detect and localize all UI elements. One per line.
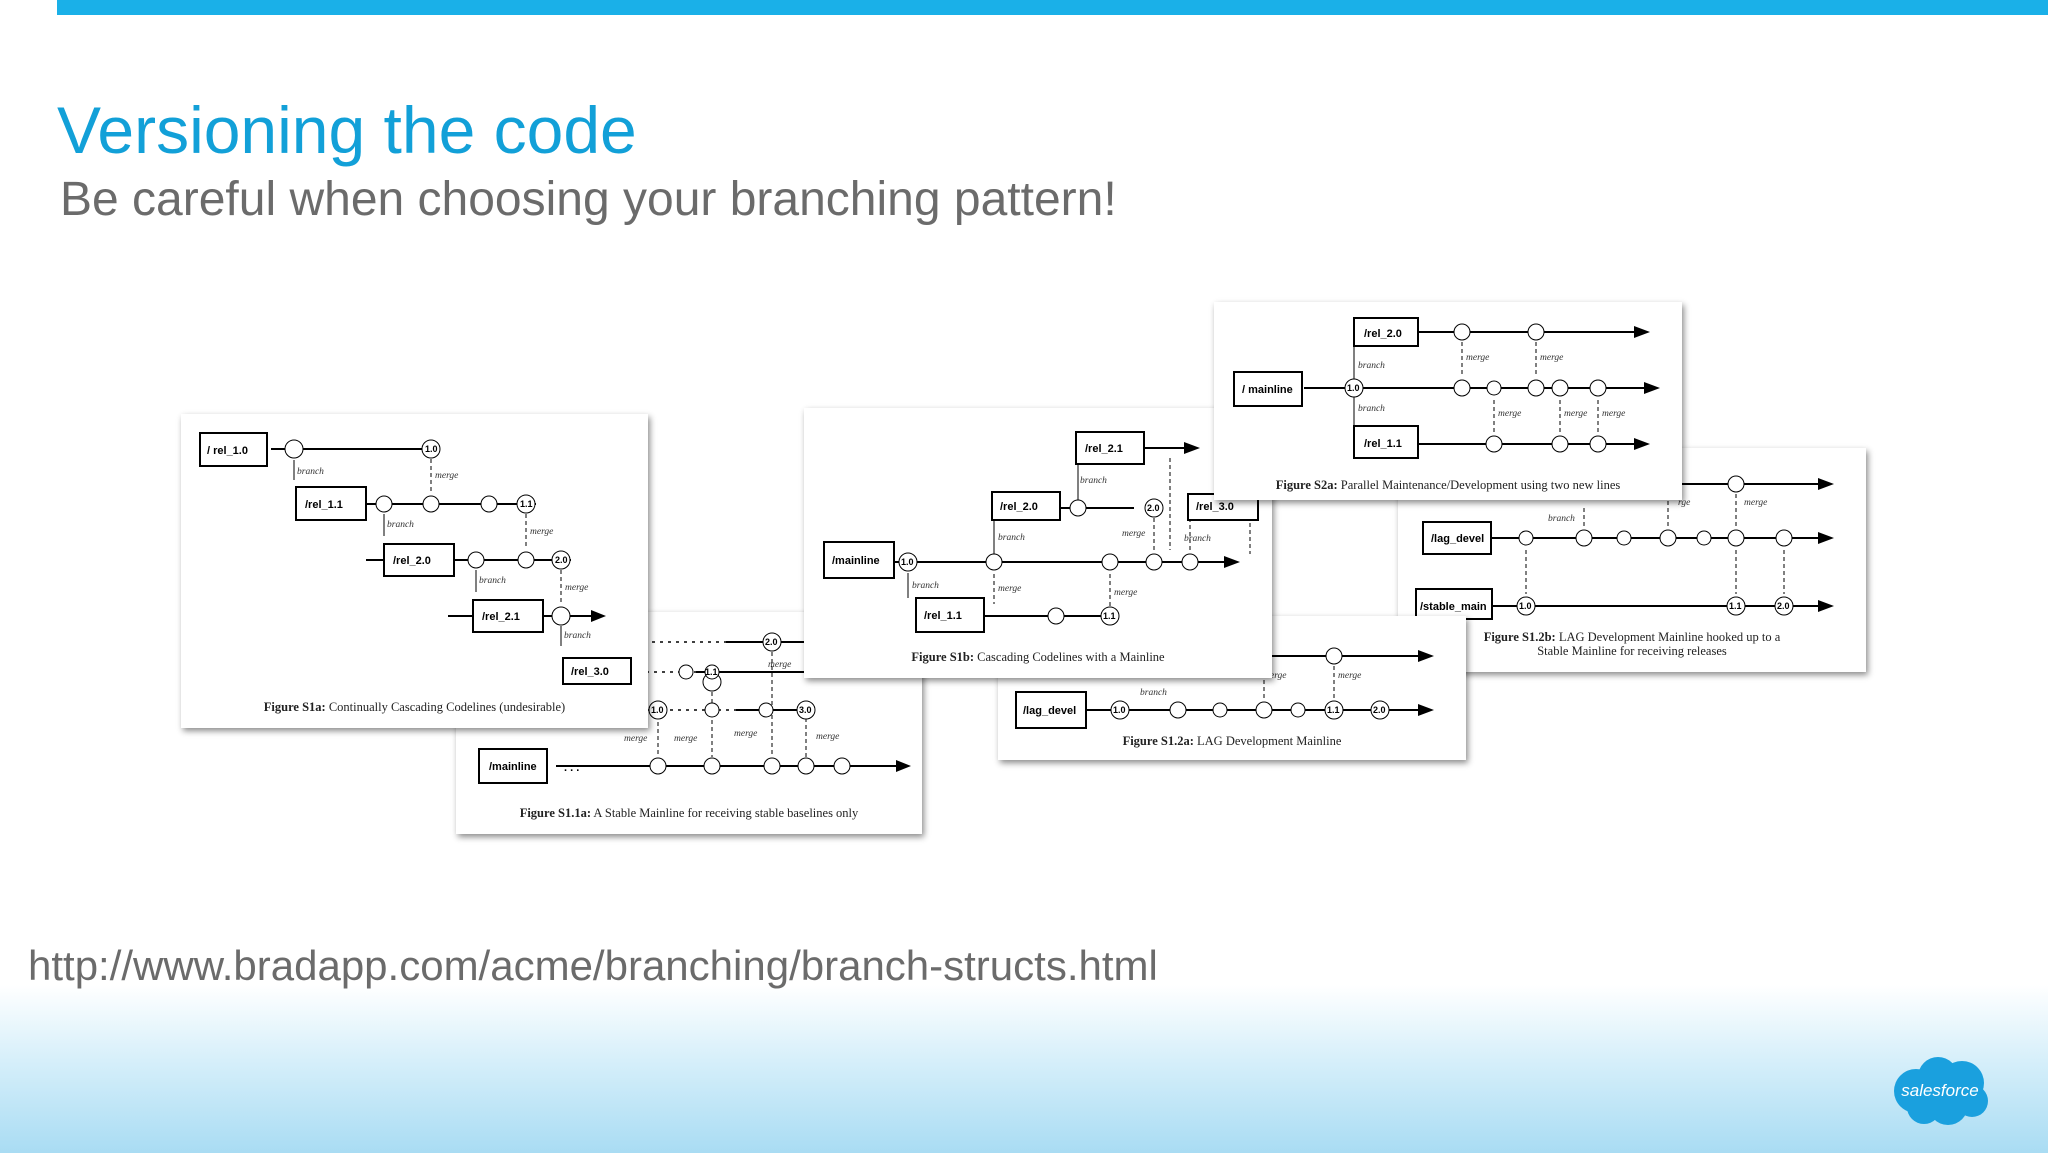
top-accent-bar <box>57 0 2048 15</box>
merge-label: merge <box>1338 671 1361 681</box>
branch-label: branch <box>1080 476 1107 486</box>
merge-label: merge <box>1540 353 1563 363</box>
figure-s1-2a-diagram: 1.0 1.1 2.0 branch erge merge /lag_devel <box>1015 647 1434 729</box>
merge-label: erge <box>1270 671 1287 681</box>
version-1-1-label: 1.1 <box>1327 705 1340 715</box>
merge-label: merge <box>674 734 697 744</box>
version-1-1-label: 1.1 <box>705 667 718 677</box>
figure-s2a-diagram: 1.0 branch branch merge merge merge merg… <box>1233 317 1660 459</box>
merge-label: merge <box>816 732 839 742</box>
version-1-1-label: 1.1 <box>520 499 533 509</box>
rel-2-0-label: /rel_2.0 <box>1364 328 1402 340</box>
merge-label: merge <box>1122 529 1145 539</box>
lag-devel-label: /lag_devel <box>1431 533 1484 545</box>
branch-label: branch <box>387 520 414 530</box>
branch-label: branch <box>1548 514 1575 524</box>
figure-s1b-caption: Figure S1b: Cascading Codelines with a M… <box>911 650 1165 664</box>
branch-label: branch <box>912 581 939 591</box>
rel-2-1-label: /rel_2.1 <box>1085 443 1123 455</box>
merge-label: merge <box>530 527 553 537</box>
stable-main-label: /stable_main <box>1420 601 1487 613</box>
figure-s1a-caption: Figure S1a: Continually Cascading Codeli… <box>263 700 566 714</box>
version-1-1-label: 1.1 <box>1729 601 1742 611</box>
rel-1-1-label: /rel_1.1 <box>305 499 343 511</box>
version-1-0-label: 1.0 <box>425 444 438 454</box>
branch-label: branch <box>564 631 591 641</box>
version-3-0-label: 3.0 <box>799 705 812 715</box>
merge-label: merge <box>1114 588 1137 598</box>
salesforce-logo: salesforce <box>1888 1055 1992 1127</box>
merge-label: merge <box>1498 409 1521 419</box>
figure-s2a: 1.0 branch branch merge merge merge merg… <box>1214 302 1682 500</box>
version-2-0-label: 2.0 <box>765 637 778 647</box>
figure-s1-2a: 1.0 1.1 2.0 branch erge merge /lag_devel… <box>998 616 1466 760</box>
branch-label: branch <box>1140 688 1167 698</box>
mainline-label: /mainline <box>489 761 537 773</box>
figure-s1a-diagram: 1.0 1.1 2.0 branch branch branch branch … <box>199 432 632 685</box>
rel-2-0-label: /rel_2.0 <box>393 555 431 567</box>
rel-1-0-label: / rel_1.0 <box>207 445 248 457</box>
branch-label: branch <box>479 576 506 586</box>
slide-subtitle: Be careful when choosing your branching … <box>60 173 1117 226</box>
rel-2-0-label: /rel_2.0 <box>1000 501 1038 513</box>
merge-label: merge <box>565 583 588 593</box>
mainline-label: / mainline <box>1242 384 1293 396</box>
version-1-1-label: 1.1 <box>1103 611 1116 621</box>
merge-label: merge <box>1602 409 1625 419</box>
figure-s1-1a-diagram: 1.0 1.1 2.0 3.0 . . . . . . merge merge … <box>478 632 911 784</box>
merge-label: merge <box>734 729 757 739</box>
figure-s1-1a-caption: Figure S1.1a: A Stable Mainline for rece… <box>519 806 859 820</box>
rel-1-1-label: /rel_1.1 <box>924 610 962 622</box>
merge-label: merge <box>1564 409 1587 419</box>
branch-label: branch <box>1358 404 1385 414</box>
figure-s1a: 1.0 1.1 2.0 branch branch branch branch … <box>181 414 648 728</box>
merge-label: merge <box>624 734 647 744</box>
version-1-0-label: 1.0 <box>651 705 664 715</box>
cloud-icon <box>1894 1057 1988 1125</box>
merge-label: merge <box>435 471 458 481</box>
version-2-0-label: 2.0 <box>1147 503 1160 513</box>
rel-2-1-label: /rel_2.1 <box>482 611 520 623</box>
branch-label: branch <box>1358 361 1385 371</box>
lag-devel-label: /lag_devel <box>1023 705 1076 717</box>
version-1-0-label: 1.0 <box>1519 601 1532 611</box>
rel-3-0-label: /rel_3.0 <box>571 666 609 678</box>
merge-label: merge <box>768 660 791 670</box>
figure-s1-2a-caption: Figure S1.2a: LAG Development Mainline <box>1122 734 1342 748</box>
version-1-0-label: 1.0 <box>1113 705 1126 715</box>
merge-label: merge <box>1744 498 1767 508</box>
rel-1-1-label: /rel_1.1 <box>1364 438 1402 450</box>
rel-3-0-label: /rel_3.0 <box>1196 501 1234 513</box>
figure-s1b-diagram: 1.0 2.0 1.1 branch branch branch branch … <box>823 431 1259 633</box>
version-2-0-label: 2.0 <box>555 555 568 565</box>
merge-label: merge <box>998 584 1021 594</box>
merge-label: merge <box>1466 353 1489 363</box>
logo-text: salesforce <box>1901 1081 1979 1100</box>
figure-s1b: 1.0 2.0 1.1 branch branch branch branch … <box>804 408 1272 678</box>
version-1-0-label: 1.0 <box>1347 383 1360 393</box>
figure-s1-2b-diagram: 1.0 1.1 2.0 branch rge merge /lag_devel … <box>1415 475 1834 620</box>
dots-label: . . . <box>564 762 579 774</box>
branch-label: branch <box>297 467 324 477</box>
figure-s2a-caption: Figure S2a: Parallel Maintenance/Develop… <box>1275 478 1621 492</box>
branch-label: branch <box>998 533 1025 543</box>
mainline-label: /mainline <box>832 555 880 567</box>
version-2-0-label: 2.0 <box>1777 601 1790 611</box>
bottom-gradient <box>0 985 2048 1153</box>
figure-s1-2b-caption: Figure S1.2b: LAG Development Mainline h… <box>1483 630 1781 658</box>
branch-label: branch <box>1184 534 1211 544</box>
slide-title: Versioning the code <box>57 93 637 167</box>
merge-label: rge <box>1678 498 1690 508</box>
version-2-0-label: 2.0 <box>1373 705 1386 715</box>
version-1-0-label: 1.0 <box>901 557 914 567</box>
source-url[interactable]: http://www.bradapp.com/acme/branching/br… <box>28 942 1158 989</box>
